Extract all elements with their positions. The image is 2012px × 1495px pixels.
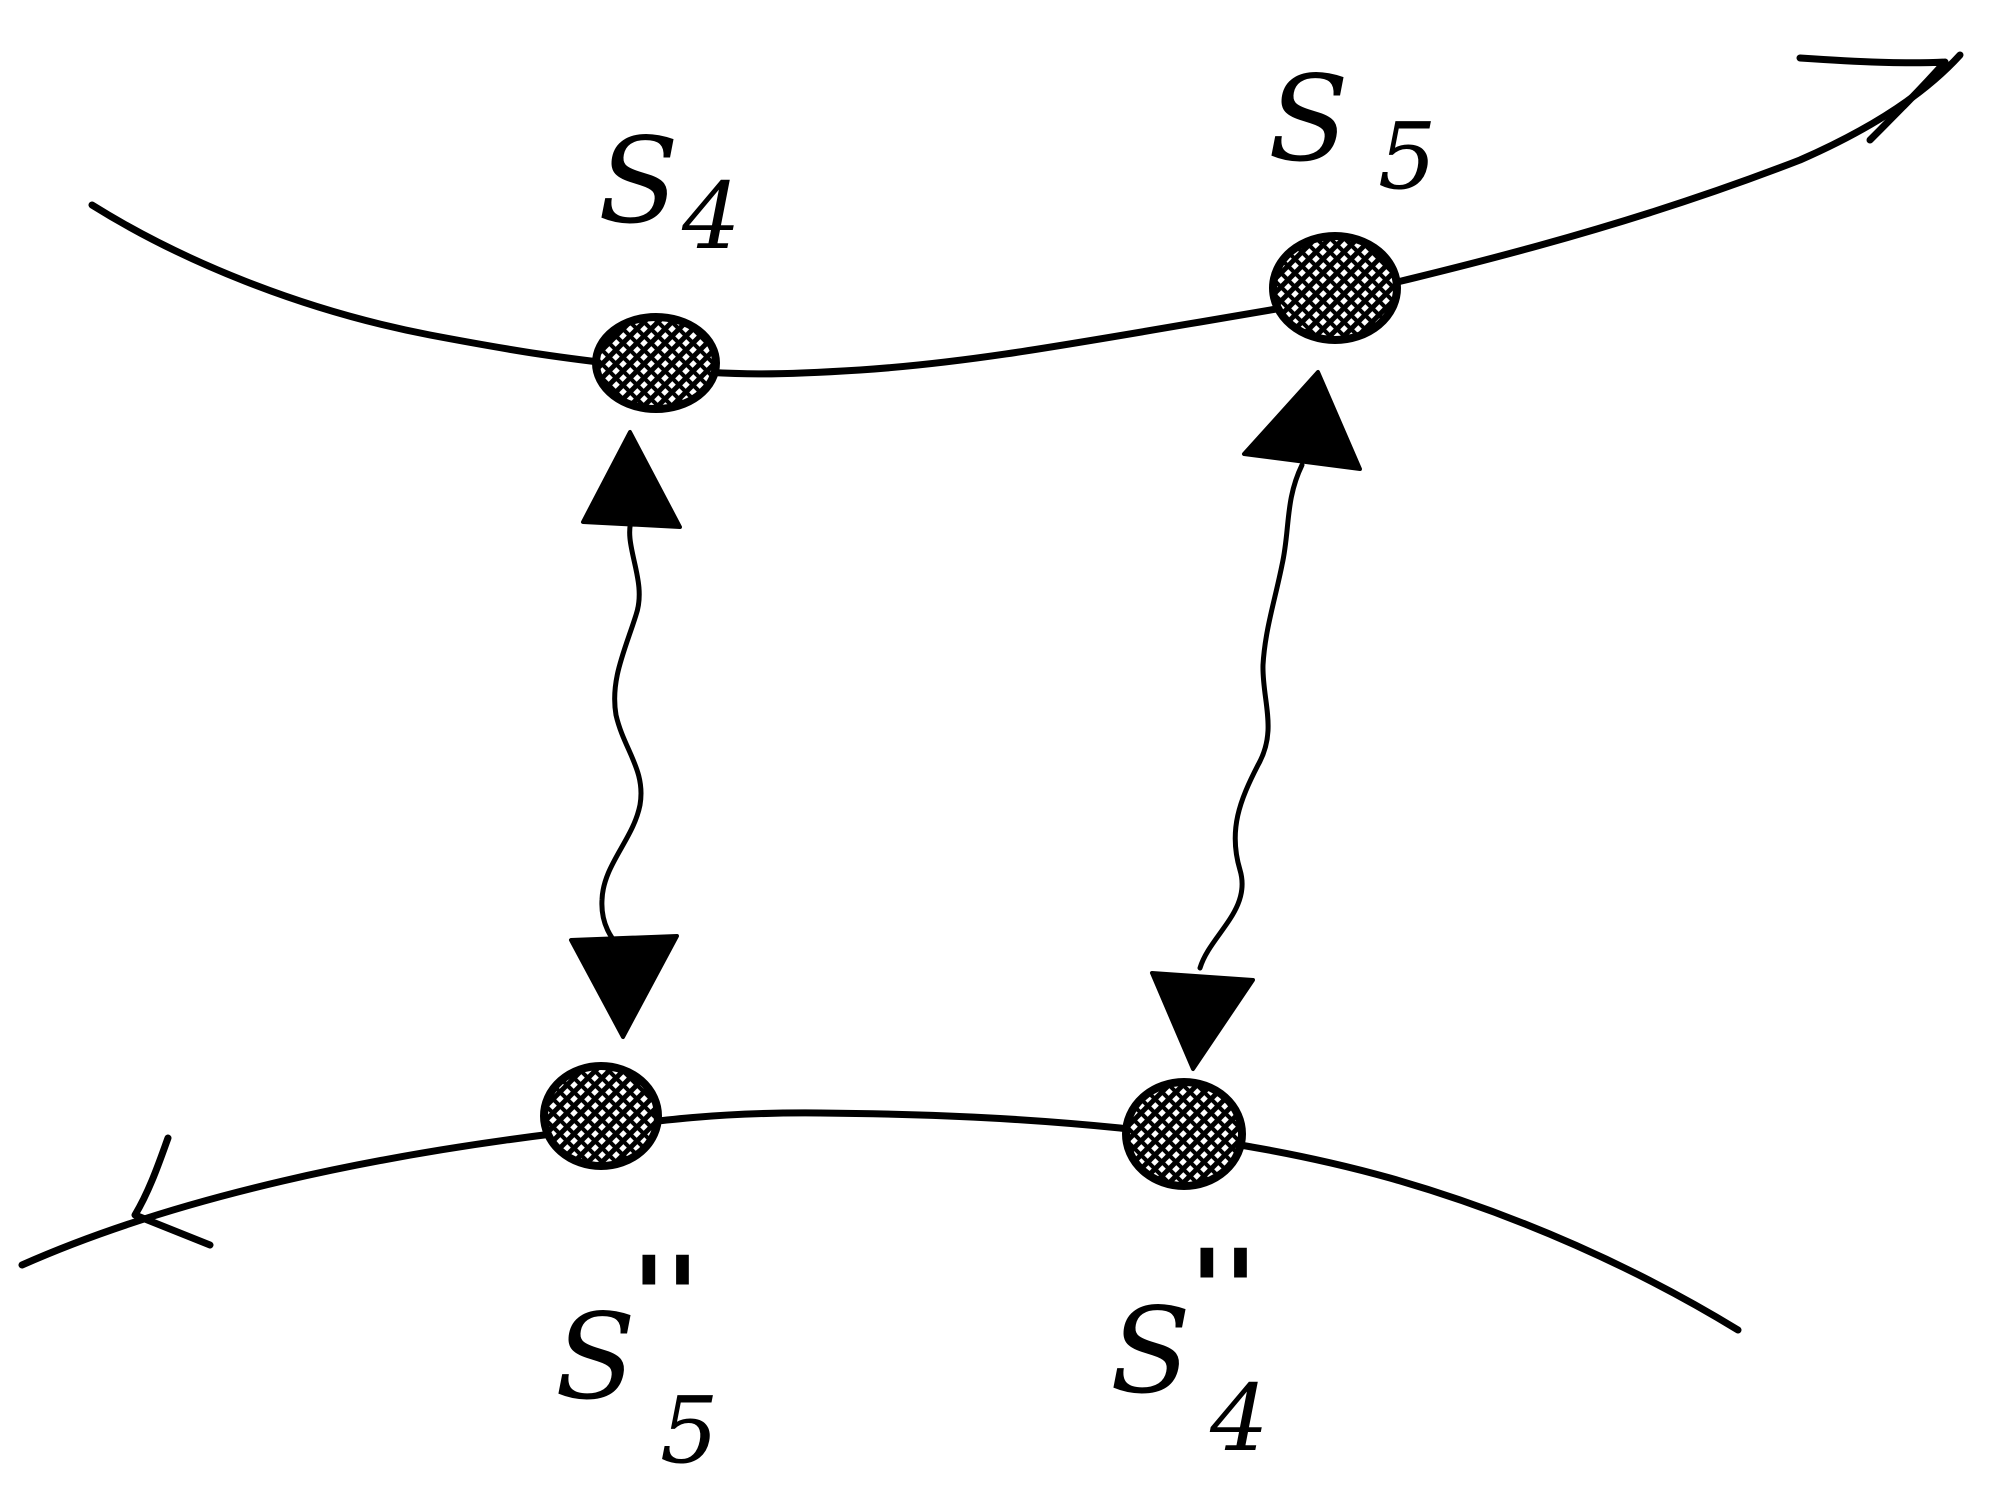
- svg-text:5: 5: [660, 1377, 719, 1484]
- left-connector-top-arrowhead: [581, 430, 682, 529]
- svg-text:4: 4: [681, 163, 741, 270]
- svg-text:4: 4: [1209, 1365, 1269, 1472]
- svg-text:5: 5: [1378, 103, 1437, 210]
- svg-text:S: S: [598, 112, 679, 250]
- bottom-strand-arrowhead: [131, 1134, 214, 1249]
- top-right-site-label: S 5: [1268, 50, 1437, 210]
- left-wavy-connector: [599, 515, 644, 953]
- svg-text:S: S: [555, 1288, 636, 1426]
- svg-text:S: S: [1110, 1282, 1191, 1420]
- top-left-site-dot: [592, 313, 720, 413]
- bottom-left-site-label: S '' 5: [555, 1232, 719, 1484]
- top-right-site-dot: [1269, 232, 1401, 344]
- right-wavy-connector: [1197, 462, 1305, 971]
- svg-text:'': '': [632, 1232, 699, 1361]
- right-connector-bottom-arrowhead: [1150, 971, 1255, 1071]
- svg-text:S: S: [1268, 50, 1349, 188]
- right-connector-top-arrowhead: [1242, 370, 1362, 471]
- bottom-right-site-dot: [1122, 1078, 1246, 1190]
- left-connector-bottom-arrowhead: [569, 934, 679, 1039]
- top-left-site-label: S 4: [598, 112, 741, 270]
- bottom-right-site-label: S '' 4: [1110, 1225, 1269, 1472]
- bottom-left-site-dot: [540, 1062, 662, 1170]
- top-strand-line: [88, 51, 1964, 378]
- svg-text:'': '': [1190, 1225, 1257, 1354]
- top-strand-arrowhead: [1796, 54, 1949, 144]
- bottom-strand-line: [18, 1109, 1742, 1334]
